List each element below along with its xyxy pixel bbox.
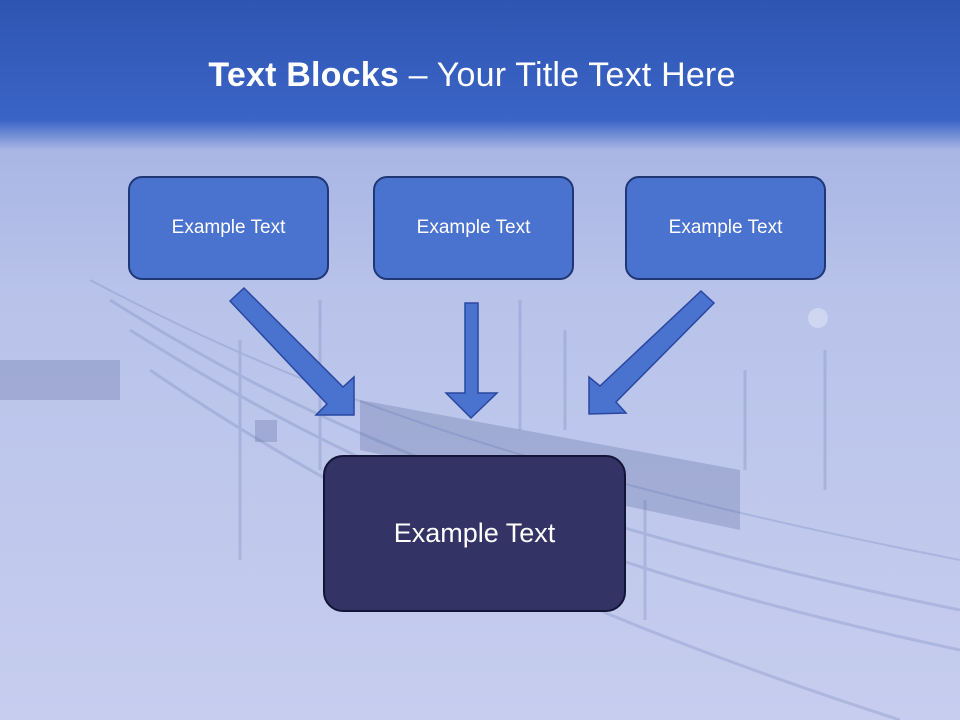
text-block-middle-label: Example Text xyxy=(416,217,531,238)
slide-title: Text Blocks – Your Title Text Here xyxy=(0,56,944,95)
center-text-block[interactable]: Example Text xyxy=(323,455,626,612)
text-block-left[interactable]: Example Text xyxy=(128,176,329,280)
title-rest: – Your Title Text Here xyxy=(398,56,736,94)
text-block-middle[interactable]: Example Text xyxy=(373,176,574,280)
title-bold: Text Blocks xyxy=(208,56,399,94)
text-block-left-label: Example Text xyxy=(171,217,286,238)
text-block-right-label: Example Text xyxy=(668,217,783,238)
text-block-right[interactable]: Example Text xyxy=(625,176,826,280)
center-text-block-label: Example Text xyxy=(393,518,556,548)
